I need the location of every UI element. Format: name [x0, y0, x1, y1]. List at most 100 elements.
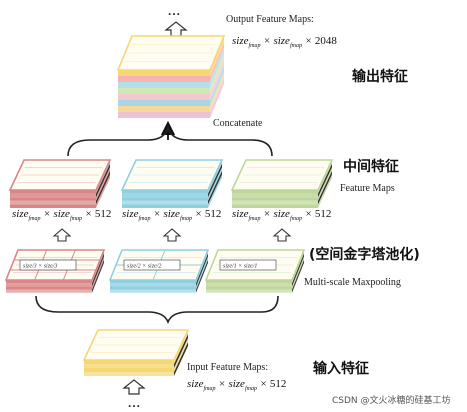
spp-pool-label: size/2 × size/2 [127, 264, 161, 270]
output-dots: ... [168, 4, 182, 18]
spp-pool-label-box [19, 259, 77, 271]
middle-map-3-layer-front [232, 204, 318, 208]
spp-pooling-grids: size/3 × size/3 size/2 × size/2 size/1 × s… [4, 249, 306, 293]
output-layer-front [118, 70, 210, 76]
spp-pool-label: size/3 × size/3 [23, 264, 57, 270]
middle-dims-2: sizefmap × sizefmap × 512 [122, 208, 222, 223]
spp-pool-3-layer-side [292, 253, 304, 287]
output-feature-stack [116, 35, 226, 118]
output-dims: sizefmap × sizefmap × 2048 [232, 35, 337, 50]
spp-pool-label-box [219, 259, 277, 271]
output-layer-side [210, 72, 224, 112]
output-up-arrow-icon [164, 21, 188, 37]
input-layer-side [174, 342, 188, 376]
middle-map-3-layer-front [232, 197, 318, 201]
input-dots: ... [128, 396, 142, 410]
spp-pool-3: size/1 × size/1 [204, 249, 306, 293]
middle-caption: Feature Maps [340, 183, 395, 194]
middle-feature-maps [8, 159, 334, 208]
middle-map-1-layer-front [10, 193, 96, 198]
spp-pool-2-layer-side [196, 253, 208, 287]
output-layer-front [118, 112, 210, 118]
middle-up-arrows [52, 228, 292, 242]
spp-pool-1-layer-side [92, 259, 104, 293]
middle-map-2-layer-side [208, 163, 222, 198]
middle-map-1-layer-side [96, 163, 110, 198]
spp-pool-1-layer-side [92, 253, 104, 287]
middle-map-1-layer-side [96, 170, 110, 205]
spp-pool-1-layer-front [6, 286, 92, 290]
middle-map-2-layer-front [122, 204, 208, 208]
input-chinese-label: 输入特征 [313, 361, 369, 377]
spp-pool-label-box [123, 259, 181, 271]
middle-map-2-layer-side [208, 170, 222, 205]
middle-map-3-layer-front [232, 190, 318, 194]
middle-map-2-layer-side [208, 167, 222, 201]
input-caption: Input Feature Maps: [187, 362, 269, 373]
middle-up-arrow-icon-3 [272, 228, 292, 242]
middle-up-arrow-icon-1 [52, 228, 72, 242]
output-layer-side [210, 48, 224, 88]
input-dims: sizefmap × sizefmap × 512 [187, 378, 287, 393]
watermark: CSDN @文火冰糖的硅基工坊 [332, 396, 451, 406]
output-layer-front [118, 88, 210, 94]
spp-pool-1-layer-side [92, 256, 104, 290]
output-layer-side [210, 78, 224, 118]
spp-pool-2-layer-front [110, 283, 196, 287]
middle-dims-3: sizefmap × sizefmap × 512 [232, 208, 332, 223]
middle-map-2-layer-front [122, 193, 208, 198]
input-layer-front [84, 368, 174, 372]
middle-map-2-layer-front [122, 200, 208, 205]
spp-pool-3-layer-front [206, 289, 292, 293]
input-feature-stack [82, 329, 190, 376]
middle-map-1-layer-front [10, 190, 96, 194]
middle-map-2-layer-front [122, 190, 208, 194]
lower-brace [35, 295, 279, 325]
spp-pool-2-layer-front [110, 289, 196, 293]
input-layer-front [84, 360, 174, 364]
middle-chinese-label: 中间特征 [343, 159, 399, 175]
spp-caption: Multi-scale Maxpooling [304, 277, 401, 288]
spp-pool-2: size/2 × size/2 [108, 249, 210, 293]
middle-map-3-layer-side [318, 170, 332, 205]
middle-map-2-layer-side [208, 174, 222, 208]
spp-pool-1-layer-front [6, 283, 92, 287]
middle-map-1-layer-front [10, 197, 96, 201]
concatenate-label: Concatenate [213, 118, 263, 129]
input-layer-front [84, 372, 174, 376]
spp-pool-2-layer-front [110, 286, 196, 290]
output-layer-side [210, 42, 224, 82]
spp-pool-3-layer-side [292, 259, 304, 293]
spp-pool-2-layer-side [196, 259, 208, 293]
output-layer-side [210, 60, 224, 100]
spp-pool-3-layer-side [292, 256, 304, 290]
input-up-arrow-icon [122, 379, 146, 395]
middle-up-arrow-icon-2 [162, 228, 182, 242]
spp-pool-label: size/1 × size/1 [223, 264, 257, 270]
middle-map-3-layer-front [232, 200, 318, 205]
output-chinese-label: 输出特征 [352, 69, 408, 85]
output-layer-front [118, 100, 210, 106]
middle-map-1-layer-side [96, 174, 110, 208]
input-layer-front [84, 364, 174, 368]
middle-map-1-layer-front [10, 204, 96, 208]
middle-map-3-layer-side [318, 163, 332, 198]
spp-pool-1: size/3 × size/3 [4, 249, 106, 293]
input-layer-side [174, 338, 188, 372]
input-layer-side [174, 334, 188, 368]
output-layer-side [210, 54, 224, 94]
output-layer-front [118, 76, 210, 82]
output-layer-front [118, 106, 210, 112]
middle-map-3-layer-side [318, 167, 332, 201]
upper-brace [67, 125, 273, 157]
middle-map-1-layer-side [96, 167, 110, 201]
middle-map-1-layer-front [10, 200, 96, 205]
spp-pool-1-layer-front [6, 289, 92, 293]
middle-map-2-layer-front [122, 197, 208, 201]
spp-pool-3-layer-front [206, 283, 292, 287]
output-caption: Output Feature Maps: [226, 14, 314, 25]
middle-map-3-layer-side [318, 174, 332, 208]
output-layer-front [118, 94, 210, 100]
spp-chinese-label: (空间金字塔池化) [309, 247, 420, 263]
